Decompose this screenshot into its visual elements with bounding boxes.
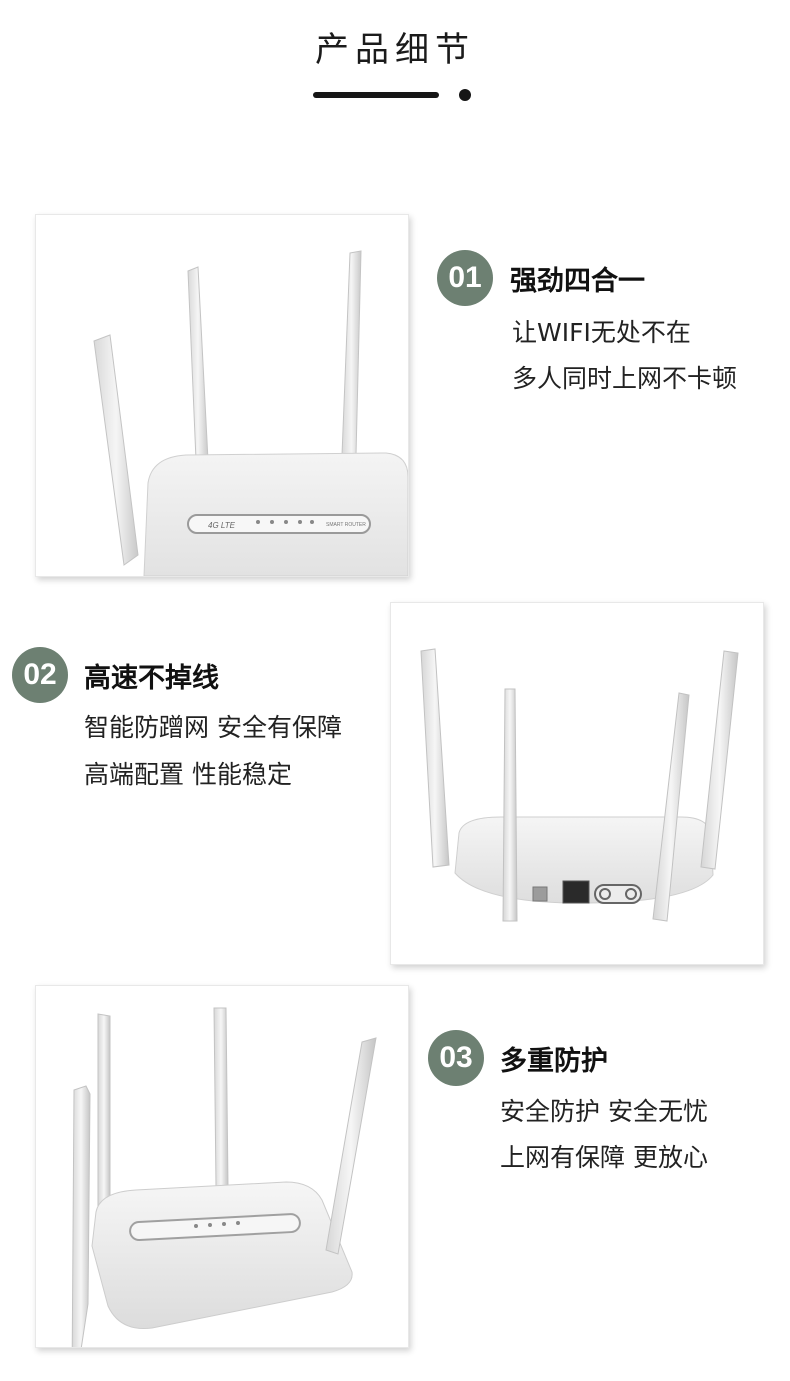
brand-mark: 4G LTE bbox=[208, 521, 236, 530]
antenna-inner-left bbox=[502, 688, 518, 922]
router-front-illustration: 4G LTE SMART ROUTER bbox=[93, 250, 408, 576]
feature-description-line: 让WIFI无处不在 bbox=[512, 318, 691, 347]
antenna-front-right bbox=[325, 1037, 377, 1255]
title-underline-bar bbox=[313, 92, 439, 98]
router-body bbox=[91, 1181, 353, 1330]
router-front-photo: 4G LTE SMART ROUTER bbox=[35, 214, 409, 577]
feature-description-line: 上网有保障 更放心 bbox=[500, 1143, 708, 1172]
feature-description-line: 多人同时上网不卡顿 bbox=[512, 364, 738, 393]
feature-description-line: 智能防蹭网 安全有保障 bbox=[84, 713, 342, 742]
antenna-right bbox=[341, 250, 362, 456]
usb-port bbox=[532, 886, 548, 902]
antenna-front-left bbox=[71, 1085, 91, 1347]
ethernet-port bbox=[562, 880, 590, 904]
reset-slot bbox=[594, 884, 642, 904]
antenna-left bbox=[93, 334, 139, 566]
antenna-middle bbox=[187, 266, 209, 461]
router-back-illustration bbox=[420, 648, 739, 922]
antenna-inner-right bbox=[652, 692, 690, 922]
antenna-outer-right bbox=[700, 650, 739, 870]
feature-number-badge: 03 bbox=[428, 1030, 484, 1086]
feature-description-line: 高端配置 性能稳定 bbox=[84, 760, 292, 789]
panel-text: SMART ROUTER bbox=[326, 522, 366, 528]
router-angled-photo bbox=[35, 985, 409, 1348]
page-title: 产品细节 bbox=[315, 30, 475, 70]
feature-number-badge: 02 bbox=[12, 647, 68, 703]
led-panel bbox=[187, 514, 371, 534]
feature-number-badge: 01 bbox=[437, 250, 493, 306]
router-back-photo bbox=[390, 602, 764, 965]
feature-title: 多重防护 bbox=[500, 1046, 608, 1077]
led-panel bbox=[129, 1213, 301, 1242]
feature-title: 强劲四合一 bbox=[510, 266, 645, 297]
antenna-outer-left bbox=[420, 648, 450, 868]
feature-description-line: 安全防护 安全无忧 bbox=[500, 1097, 708, 1126]
router-angled-illustration bbox=[71, 1007, 377, 1347]
feature-title: 高速不掉线 bbox=[84, 663, 219, 694]
antenna-back-middle bbox=[213, 1007, 229, 1187]
title-underline-dot bbox=[459, 89, 471, 101]
